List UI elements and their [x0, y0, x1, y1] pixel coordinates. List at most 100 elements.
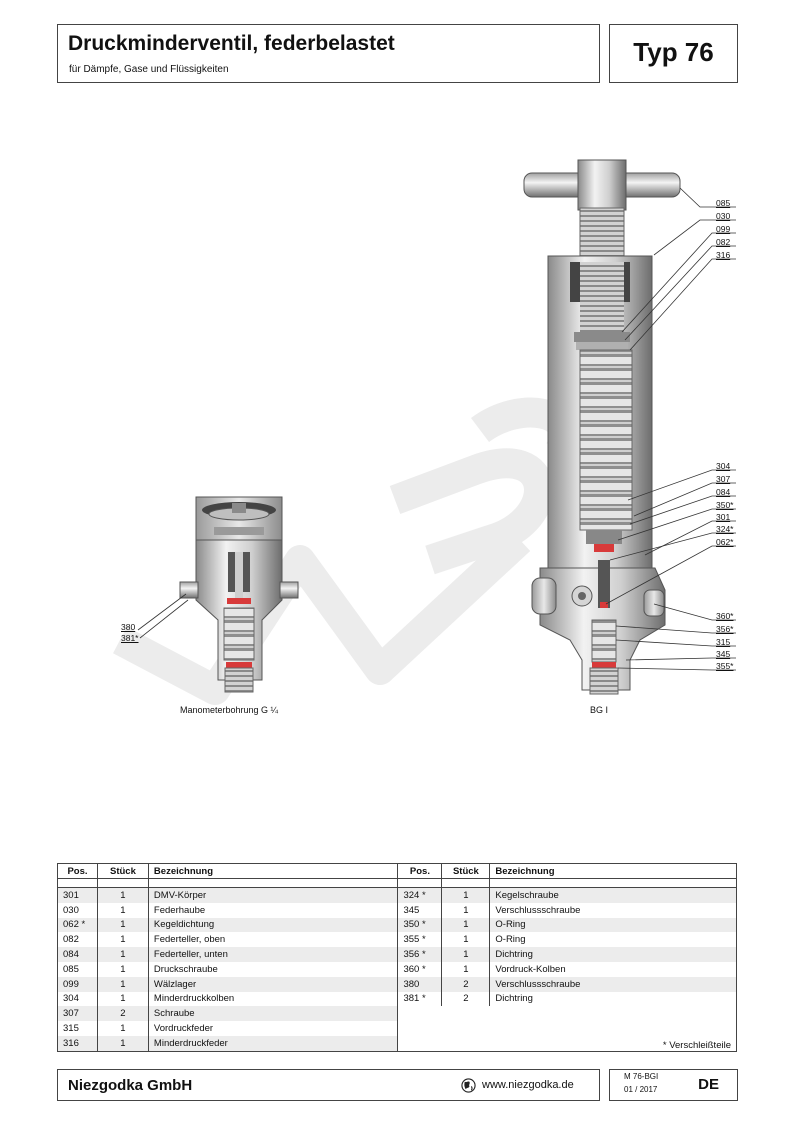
name-cell: Dichtring — [489, 947, 737, 962]
qty-cell: 1 — [96, 1021, 149, 1036]
doc-info-box: M 76-BGI 01 / 2017 DE — [609, 1069, 738, 1101]
qty-cell: 1 — [96, 917, 149, 933]
left-figure-caption: Manometerbohrung G ¼ — [180, 705, 279, 715]
qty-cell: 1 — [96, 902, 149, 918]
qty-cell: 1 — [96, 932, 149, 948]
pos-cell: 324 * — [397, 887, 443, 903]
table-row: 085 1 Druckschraube 360 * 1 Vordruck-Kol… — [57, 961, 737, 977]
name-cell: Federteller, unten — [147, 947, 399, 962]
column-header: Pos. — [57, 863, 98, 879]
part-label: 084 — [716, 487, 731, 497]
qty-cell: 1 — [96, 961, 149, 977]
name-cell: Dichtring — [489, 991, 737, 1007]
type-label: Typ 76 — [633, 37, 714, 67]
pos-cell: 085 — [57, 961, 98, 977]
part-label: 304 — [716, 461, 731, 471]
name-cell: Minderdruckkolben — [147, 991, 399, 1007]
qty-cell: 1 — [96, 991, 149, 1007]
table-row: 315 1 Vordruckfeder — [57, 1021, 737, 1036]
name-cell: Minderdruckfeder — [147, 1035, 399, 1052]
qty-cell: 1 — [441, 902, 491, 918]
pos-cell: 360 * — [397, 961, 443, 977]
qty-cell: 2 — [441, 991, 491, 1007]
part-label: 380 — [121, 622, 136, 632]
table-row: 099 1 Wälzlager 380 2 Verschlussschraube — [57, 976, 737, 992]
name-cell: Verschlussschraube — [489, 976, 737, 992]
name-cell: Federteller, oben — [147, 932, 399, 948]
parts-table: Pos. Stück Bezeichnung Pos. Stück Bezeic… — [57, 863, 737, 1052]
part-label: 316 — [716, 250, 731, 260]
qty-cell: 1 — [96, 1035, 149, 1052]
part-label: 301 — [716, 512, 731, 522]
valve-drawings — [113, 159, 736, 705]
column-header: Stück — [441, 863, 491, 879]
pos-cell: 062 * — [57, 917, 98, 933]
bg1-valve-drawing — [523, 159, 736, 695]
name-cell: DMV-Körper — [147, 887, 399, 903]
table-row: 030 1 Federhaube 345 1 Verschlussschraub… — [57, 902, 737, 918]
pos-cell: 356 * — [397, 947, 443, 962]
qty-cell: 1 — [96, 947, 149, 962]
document-number: M 76-BGI — [624, 1072, 659, 1081]
qty-cell: 1 — [96, 976, 149, 992]
qty-cell: 1 — [441, 917, 491, 933]
name-cell: Federhaube — [147, 902, 399, 918]
company-name: Niezgodka GmbH — [68, 1077, 193, 1094]
footer-box: Niezgodka GmbH www.niezgodka.de — [57, 1069, 600, 1101]
table-row: 307 2 Schraube * Verschleißteile — [57, 1006, 737, 1052]
pos-cell: 316 — [57, 1035, 98, 1052]
pos-cell: 307 — [57, 1006, 98, 1022]
title-box: Druckminderventil, federbelastet für Däm… — [57, 24, 600, 83]
document-subtitle: für Dämpfe, Gase und Flüssigkeiten — [69, 64, 229, 75]
manometer-valve-drawing — [137, 496, 299, 693]
name-cell: Druckschraube — [147, 961, 399, 977]
part-label: 345 — [716, 649, 731, 659]
column-header: Bezeichnung — [489, 863, 737, 879]
part-label: 315 — [716, 637, 731, 647]
column-header: Pos. — [397, 863, 443, 879]
pos-cell: 315 — [57, 1021, 98, 1036]
qty-cell: 1 — [441, 961, 491, 977]
name-cell: O-Ring — [489, 932, 737, 948]
table-header-row: Pos. Stück Bezeichnung Pos. Stück Bezeic… — [57, 863, 737, 879]
part-label: 356* — [716, 624, 734, 634]
table-row: 062 * 1 Kegeldichtung 350 * 1 O-Ring — [57, 917, 737, 933]
part-label: 085 — [716, 198, 731, 208]
pos-cell: 084 — [57, 947, 98, 962]
qty-cell: 2 — [441, 976, 491, 992]
table-spacer-row — [57, 878, 737, 888]
table-row: 301 1 DMV-Körper 324 * 1 Kegelschraube — [57, 887, 737, 903]
qty-cell: 1 — [96, 887, 149, 903]
qty-cell: 1 — [441, 887, 491, 903]
watermark — [113, 397, 579, 705]
globe-icon — [461, 1078, 476, 1093]
part-label: 062* — [716, 537, 734, 547]
table-row: 316 1 Minderdruckfeder — [57, 1035, 737, 1052]
name-cell: O-Ring — [489, 917, 737, 933]
name-cell: Vordruck-Kolben — [489, 961, 737, 977]
column-header: Bezeichnung — [147, 863, 399, 879]
part-label: 307 — [716, 474, 731, 484]
table-row: 304 1 Minderdruckkolben 381 * 2 Dichtrin… — [57, 991, 737, 1007]
name-cell: Kegelschraube — [489, 887, 737, 903]
pos-cell: 380 — [397, 976, 443, 992]
part-label: 099 — [716, 224, 731, 234]
name-cell: Vordruckfeder — [147, 1021, 399, 1036]
pos-cell: 355 * — [397, 932, 443, 948]
pos-cell: 345 — [397, 902, 443, 918]
pos-cell: 030 — [57, 902, 98, 918]
part-label: 381* — [121, 633, 139, 643]
part-label: 324* — [716, 524, 734, 534]
part-label: 082 — [716, 237, 731, 247]
table-row: 082 1 Federteller, oben 355 * 1 O-Ring — [57, 932, 737, 948]
table-row: 084 1 Federteller, unten 356 * 1 Dichtri… — [57, 947, 737, 962]
website-link[interactable]: www.niezgodka.de — [482, 1079, 574, 1091]
language-code: DE — [698, 1076, 719, 1093]
pos-cell: 304 — [57, 991, 98, 1007]
document-title: Druckminderventil, federbelastet — [68, 32, 395, 55]
column-header: Stück — [96, 863, 149, 879]
qty-cell: 1 — [441, 932, 491, 948]
part-label: 030 — [716, 211, 731, 221]
name-cell: Verschlussschraube — [489, 902, 737, 918]
part-label: 360* — [716, 611, 734, 621]
